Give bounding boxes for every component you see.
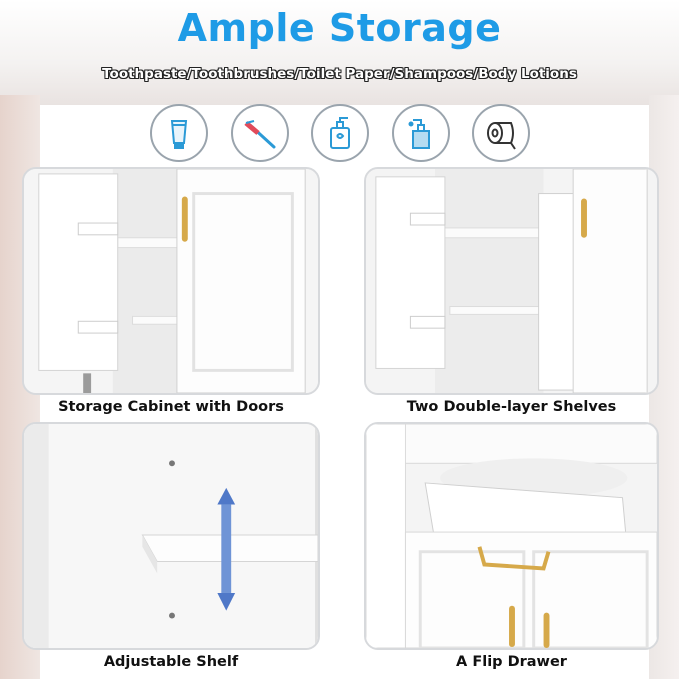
- caption-double-layer-shelves: Two Double-layer Shelves: [406, 399, 617, 415]
- toilet-paper-icon: [472, 104, 530, 162]
- cabinet-doors-photo: [22, 167, 320, 395]
- page-title: Ample Storage: [177, 6, 502, 50]
- toothpaste-icon: [150, 104, 208, 162]
- adjustable-shelf-photo: [22, 422, 320, 650]
- toothbrush-icon: [230, 104, 289, 162]
- flip-drawer-photo: [364, 422, 659, 650]
- soap-pump-icon: [311, 104, 369, 162]
- wall-background: [0, 0, 679, 105]
- caption-adjustable-shelf: Adjustable Shelf: [103, 654, 239, 670]
- caption-flip-drawer: A Flip Drawer: [456, 654, 567, 670]
- lotion-bottle-icon: [391, 104, 450, 162]
- double-layer-shelves-photo: [364, 167, 659, 395]
- page-subtitle: Toothpaste/Toothbrushes/Toilet Paper/Sha…: [102, 66, 577, 82]
- icon-row: [150, 104, 530, 162]
- caption-storage-cabinet: Storage Cabinet with Doors: [58, 399, 284, 415]
